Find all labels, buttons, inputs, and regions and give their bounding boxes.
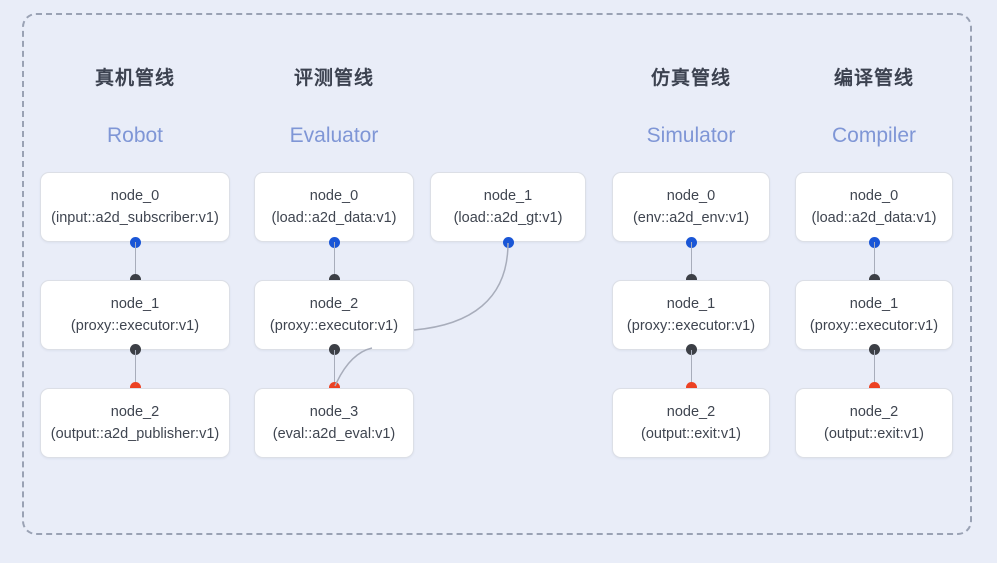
port-dot-red-robot-2[interactable]: [129, 382, 141, 393]
node-label-type: (output::a2d_publisher:v1): [50, 426, 220, 442]
edge-robot-0-to-1: [134, 242, 136, 280]
node-evaluator-side-1[interactable]: node_1 (load::a2d_gt:v1): [430, 172, 586, 242]
node-label-type: (eval::a2d_eval:v1): [272, 426, 396, 442]
port-dot-blue-evaluator-side-1[interactable]: [502, 237, 514, 248]
node-label-type: (proxy::executor:v1): [269, 318, 399, 334]
node-label-type: (input::a2d_subscriber:v1): [51, 210, 219, 226]
node-label-name: node_2: [849, 403, 899, 420]
edge-compiler-1-to-2: [873, 350, 875, 388]
node-simulator-1[interactable]: node_1 (proxy::executor:v1): [612, 280, 770, 350]
node-label-type: (load::a2d_data:v1): [811, 210, 937, 226]
node-label-name: node_1: [666, 295, 716, 312]
port-dot-black-compiler-1-out[interactable]: [868, 344, 880, 355]
edge-evaluator-2-to-3: [333, 350, 335, 388]
node-evaluator-2[interactable]: node_2 (proxy::executor:v1): [254, 280, 414, 350]
node-simulator-0[interactable]: node_0 (env::a2d_env:v1): [612, 172, 770, 242]
port-dot-red-simulator-2[interactable]: [685, 382, 697, 393]
node-label-type: (proxy::executor:v1): [626, 318, 756, 334]
port-dot-black-compiler-1-in[interactable]: [868, 274, 880, 285]
port-dot-black-robot-1-out[interactable]: [129, 344, 141, 355]
node-robot-0[interactable]: node_0 (input::a2d_subscriber:v1): [40, 172, 230, 242]
node-evaluator-3[interactable]: node_3 (eval::a2d_eval:v1): [254, 388, 414, 458]
column-subtitle-compiler: Compiler: [831, 124, 917, 147]
node-robot-1[interactable]: node_1 (proxy::executor:v1): [40, 280, 230, 350]
node-label-name: node_0: [849, 187, 899, 204]
node-label-name: node_0: [666, 187, 716, 204]
node-label-type: (output::exit:v1): [824, 426, 924, 442]
port-dot-black-robot-1-in[interactable]: [129, 274, 141, 285]
column-subtitle-simulator: Simulator: [646, 124, 736, 147]
node-robot-2[interactable]: node_2 (output::a2d_publisher:v1): [40, 388, 230, 458]
node-label-name: node_1: [483, 187, 533, 204]
edge-evaluator-0-to-2: [333, 242, 335, 280]
node-label-type: (proxy::executor:v1): [809, 318, 939, 334]
node-label-type: (env::a2d_env:v1): [632, 210, 750, 226]
column-title-robot: 真机管线: [94, 68, 175, 89]
node-label-name: node_0: [309, 187, 359, 204]
node-label-name: node_1: [849, 295, 899, 312]
node-evaluator-0[interactable]: node_0 (load::a2d_data:v1): [254, 172, 414, 242]
edge-compiler-0-to-1: [873, 242, 875, 280]
node-label-type: (load::a2d_gt:v1): [453, 210, 563, 226]
port-dot-black-simulator-1-out[interactable]: [685, 344, 697, 355]
node-label-type: (load::a2d_data:v1): [271, 210, 397, 226]
edge-simulator-0-to-1: [690, 242, 692, 280]
column-subtitle-evaluator: Evaluator: [289, 124, 379, 147]
edge-robot-1-to-2: [134, 350, 136, 388]
node-label-type: (proxy::executor:v1): [70, 318, 200, 334]
port-dot-black-evaluator-2-out[interactable]: [328, 344, 340, 355]
column-title-compiler: 编译管线: [833, 68, 914, 89]
node-label-name: node_1: [110, 295, 160, 312]
pipeline-container: [22, 13, 972, 535]
port-dot-black-evaluator-2-in[interactable]: [328, 274, 340, 285]
port-dot-red-compiler-2[interactable]: [868, 382, 880, 393]
node-simulator-2[interactable]: node_2 (output::exit:v1): [612, 388, 770, 458]
node-label-name: node_2: [309, 295, 359, 312]
edge-simulator-1-to-2: [690, 350, 692, 388]
node-label-type: (output::exit:v1): [641, 426, 741, 442]
node-compiler-2[interactable]: node_2 (output::exit:v1): [795, 388, 953, 458]
node-label-name: node_2: [110, 403, 160, 420]
node-label-name: node_0: [110, 187, 160, 204]
node-label-name: node_3: [309, 403, 359, 420]
column-title-simulator: 仿真管线: [650, 68, 731, 89]
port-dot-black-simulator-1-in[interactable]: [685, 274, 697, 285]
node-compiler-0[interactable]: node_0 (load::a2d_data:v1): [795, 172, 953, 242]
port-dot-red-evaluator-3[interactable]: [328, 382, 340, 393]
column-subtitle-robot: Robot: [106, 124, 164, 147]
column-title-evaluator: 评测管线: [293, 68, 374, 89]
node-compiler-1[interactable]: node_1 (proxy::executor:v1): [795, 280, 953, 350]
node-label-name: node_2: [666, 403, 716, 420]
